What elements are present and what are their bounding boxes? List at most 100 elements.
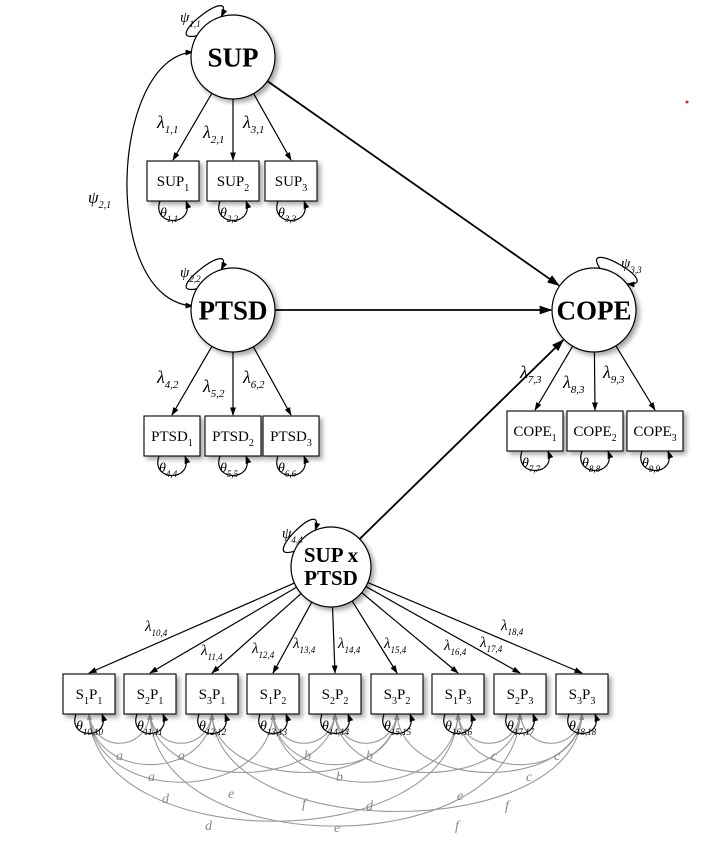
theta-label: θ17,17 <box>507 719 535 737</box>
residual-covariance-label: c <box>554 749 561 764</box>
residual-covariance-label: a <box>148 770 155 785</box>
lambda-label: λ6,2 <box>242 367 265 391</box>
indicator-sup-3: SUP3 <box>264 160 318 202</box>
residual-variance-loop <box>135 713 169 735</box>
residual-variance-loop <box>320 713 354 735</box>
indicator-label: S1P3 <box>445 687 472 707</box>
theta-label: θ8,8 <box>582 456 601 474</box>
theta-label: θ16,16 <box>445 719 473 737</box>
indicator-label: S2P2 <box>322 687 349 707</box>
residual-covariance-label: e <box>334 821 340 836</box>
residual-covariance-arc <box>271 713 460 783</box>
residual-covariance-label: a <box>116 749 123 764</box>
loading-arrow <box>534 345 574 411</box>
variance-loop-ptsd <box>185 258 228 291</box>
latent-label: PTSD <box>198 295 267 325</box>
indicator-box <box>262 415 320 457</box>
covariance-sup-ptsd <box>126 49 194 309</box>
indicator-label: SUP3 <box>275 174 308 194</box>
indicator-product-8: S2P3 <box>493 673 547 715</box>
psi-cope: ψ3,3 <box>621 256 642 275</box>
psi-interaction: ψ4,4 <box>282 526 303 545</box>
indicator-box <box>264 160 318 202</box>
indicator-sup-1: SUP1 <box>146 160 200 202</box>
lambda-label: λ1,1 <box>156 112 179 136</box>
residual-variance-loop <box>74 713 108 735</box>
lambda-label: λ18,4 <box>500 618 524 637</box>
theta-label: θ4,4 <box>159 461 178 479</box>
latent-sup: SUP <box>190 14 276 100</box>
residual-covariance-arc <box>210 713 399 773</box>
indicator-box <box>204 415 262 457</box>
lambda-label: λ4,2 <box>156 367 179 391</box>
indicator-label: SUP2 <box>217 174 250 194</box>
residual-covariance-arc <box>87 713 275 783</box>
residual-variance-loop <box>505 713 539 735</box>
theta-label: θ14,14 <box>322 719 350 737</box>
theta-label: θ18,18 <box>569 719 597 737</box>
indicator-product-1: S1P1 <box>62 673 116 715</box>
lambda-label: λ15,4 <box>383 636 407 655</box>
lambda-label: λ14,4 <box>337 636 361 655</box>
residual-covariance-arc <box>148 713 337 773</box>
loading-arrow <box>252 346 292 416</box>
loading-arrow <box>253 93 292 161</box>
residual-variance-loop <box>276 455 310 477</box>
residual-variance-loop <box>443 713 477 735</box>
variance-loop-interaction <box>282 518 321 554</box>
indicator-box <box>493 673 547 715</box>
indicator-label: COPE3 <box>633 424 676 444</box>
indicator-box <box>555 673 609 715</box>
psi-sup: ψ1,1 <box>180 10 201 29</box>
lambda-label: λ7,3 <box>519 362 542 386</box>
theta-label: θ11,11 <box>137 719 163 737</box>
latent-label: SUP x <box>304 543 359 567</box>
indicator-label: PTSD1 <box>151 429 193 449</box>
residual-covariance-label: b <box>336 770 343 785</box>
indicator-label: PTSD2 <box>212 429 254 449</box>
residual-covariance-arc <box>456 713 584 766</box>
residual-covariance-arc <box>333 713 399 744</box>
loading-arrow <box>351 600 398 674</box>
residual-covariance-arc <box>148 713 214 744</box>
indicator-label: S1P2 <box>260 687 287 707</box>
residual-covariance-label: b <box>304 749 311 764</box>
indicator-box <box>246 673 300 715</box>
indicator-ptsd-1: PTSD1 <box>143 415 201 457</box>
indicator-box <box>626 410 684 452</box>
indicator-label: S2P1 <box>137 687 164 707</box>
indicator-label: S3P1 <box>199 687 226 707</box>
latent-cope: COPE <box>551 267 637 353</box>
indicator-product-6: S3P2 <box>370 673 424 715</box>
indicator-label: SUP1 <box>157 174 190 194</box>
indicator-product-4: S1P2 <box>246 673 300 715</box>
residual-variance-loop <box>276 200 310 222</box>
residual-covariance-label: a <box>178 749 185 764</box>
theta-label: θ5,5 <box>220 461 239 479</box>
indicator-sup-2: SUP2 <box>206 160 260 202</box>
loading-arrow <box>591 351 598 411</box>
residual-covariance-label: e <box>457 789 463 804</box>
residual-covariance-label: d <box>366 799 374 814</box>
indicator-product-7: S1P3 <box>431 673 485 715</box>
residual-covariance-label: d <box>205 819 213 834</box>
loading-arrow <box>171 346 213 416</box>
theta-label: θ3,3 <box>278 206 297 224</box>
latent-ptsd: PTSD <box>190 267 276 353</box>
residual-variance-loop <box>258 713 292 735</box>
lambda-label: λ5,2 <box>202 376 225 400</box>
variance-loop-sup <box>185 5 228 38</box>
indicator-box <box>143 415 201 457</box>
residual-variance-loop <box>520 450 554 472</box>
indicator-product-5: S2P2 <box>308 673 362 715</box>
indicator-box <box>431 673 485 715</box>
theta-label: θ12,12 <box>199 719 227 737</box>
indicator-box <box>62 673 116 715</box>
residual-variance-loop <box>218 200 252 222</box>
indicator-ptsd-3: PTSD3 <box>262 415 320 457</box>
loading-arrow <box>211 593 302 674</box>
loading-arrow <box>88 582 295 674</box>
indicator-box <box>185 673 239 715</box>
